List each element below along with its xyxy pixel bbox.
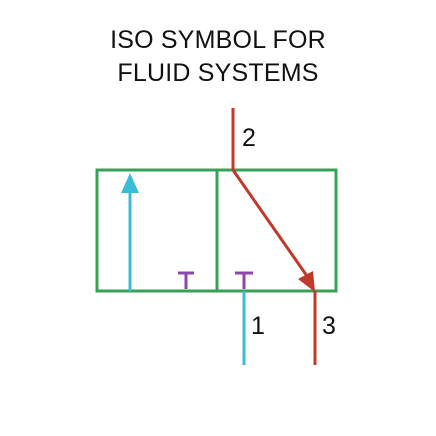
- left-envelope: [95, 168, 219, 293]
- title-line-1: ISO SYMBOL FOR: [110, 26, 326, 54]
- left-flow-arrowhead: [121, 173, 139, 193]
- right-flow-line: [231, 169, 309, 277]
- port-1-label: 1: [251, 312, 265, 340]
- right-envelope: [215, 168, 338, 293]
- port-2-label: 2: [242, 124, 256, 152]
- title-line-2: FLUID SYSTEMS: [117, 59, 319, 87]
- port-3-label: 3: [322, 312, 336, 340]
- right-blocked-port-icon: [235, 271, 253, 289]
- right-flow-arrowhead: [298, 271, 315, 292]
- left-blocked-port-icon: [178, 271, 194, 289]
